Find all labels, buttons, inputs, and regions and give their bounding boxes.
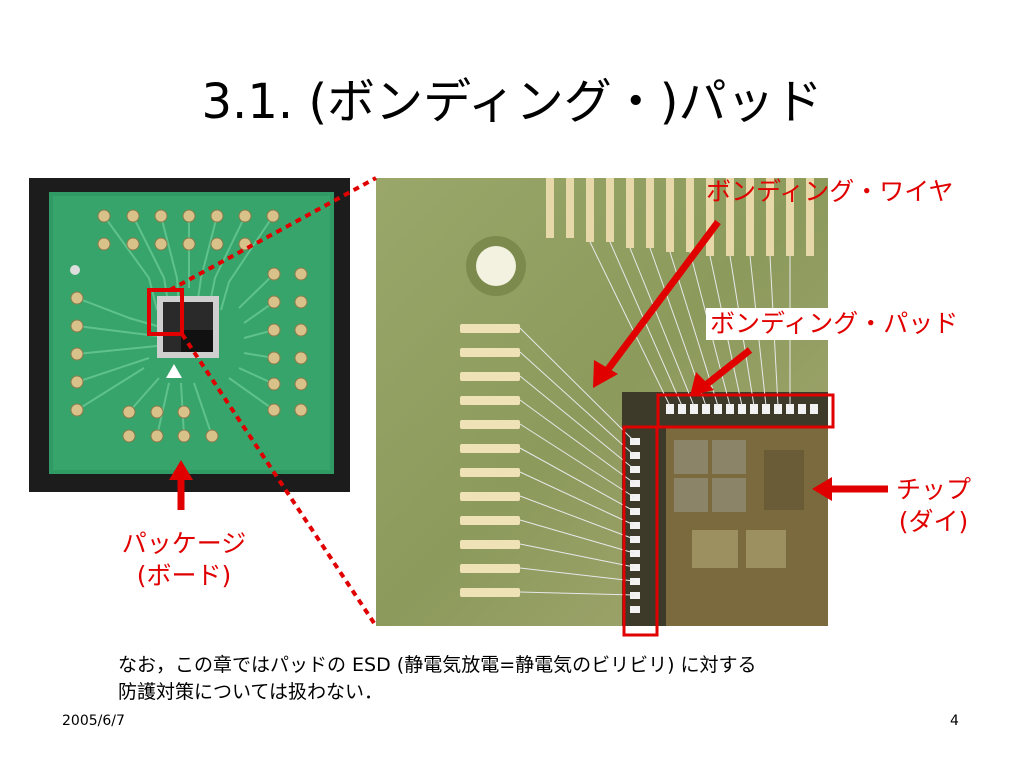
- chip-label: チップ (ダイ): [896, 474, 971, 538]
- chip-label-line2: (ダイ): [898, 507, 969, 536]
- package-label-line2: (ボード): [136, 561, 232, 590]
- package-label-line1: パッケージ: [121, 529, 247, 558]
- bonding-wire-label: ボンディング・ワイヤ: [706, 177, 954, 206]
- chip-closeup-image: [376, 178, 828, 626]
- package-photo: [29, 178, 350, 492]
- page-number: 4: [950, 713, 959, 729]
- zoomed-chip-photo: [376, 178, 828, 626]
- package-board-image: [29, 178, 350, 492]
- slide-title: 3.1. (ボンディング・)パッド: [201, 74, 823, 130]
- esd-note: なお，この章ではパッドの ESD (静電気放電=静電気のビリビリ) に対する 防…: [118, 652, 918, 706]
- chip-label-line1: チップ: [896, 475, 972, 504]
- esd-note-line2: 防護対策については扱わない．: [118, 681, 384, 703]
- esd-note-line1: なお，この章ではパッドの ESD (静電気放電=静電気のビリビリ) に対する: [118, 654, 757, 676]
- footer-date: 2005/6/7: [62, 713, 125, 729]
- bonding-pad-label: ボンディング・パッド: [706, 308, 963, 340]
- package-label: パッケージ (ボード): [104, 528, 264, 592]
